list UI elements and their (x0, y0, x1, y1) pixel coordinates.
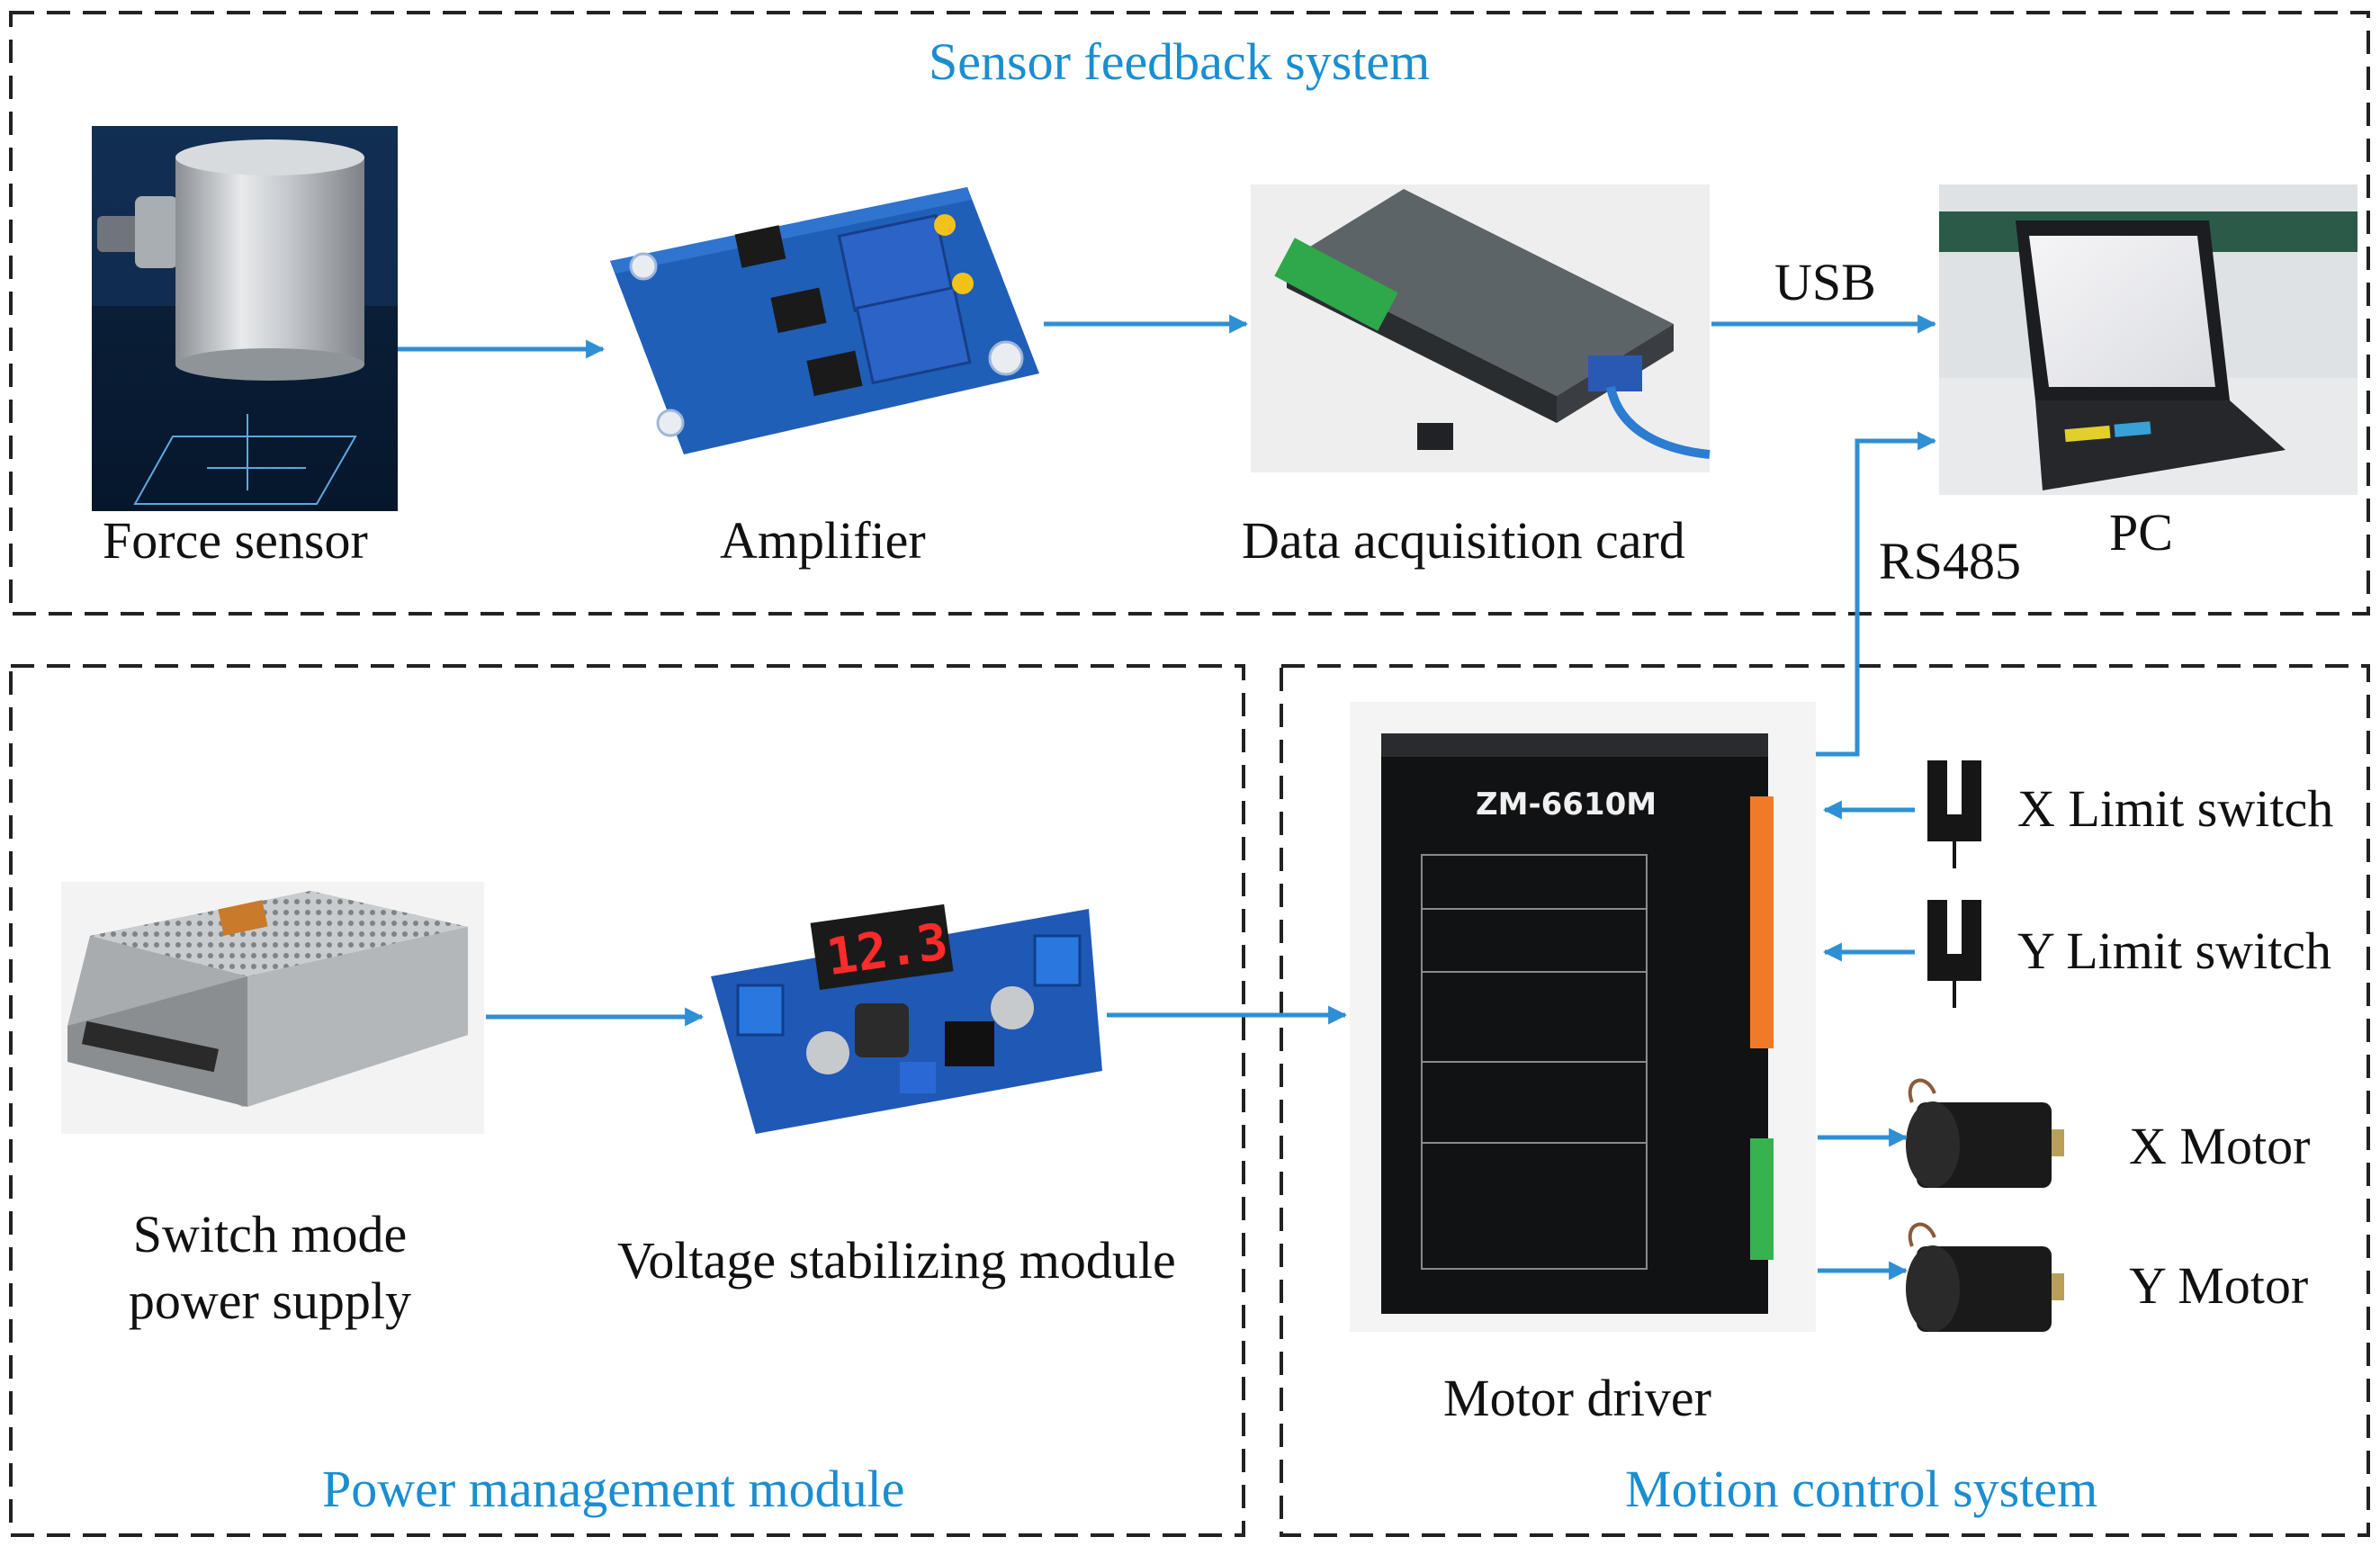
label-rs485: RS485 (1879, 532, 2021, 590)
force-sensor-image (92, 126, 398, 511)
daq-card-image (1251, 184, 1711, 472)
arrow-rs485-to-pc (1816, 431, 1937, 757)
voltage-module-image: 12.3 (711, 903, 1102, 1134)
section-title-motion-control: Motion control system (1625, 1460, 2098, 1518)
label-switch-power-line1: Switch mode (132, 1205, 408, 1263)
y-limit-switch-image (1927, 900, 1981, 1008)
label-y-limit-switch: Y Limit switch (2017, 921, 2332, 980)
pc-image (1939, 184, 2358, 495)
label-y-motor: Y Motor (2129, 1256, 2309, 1315)
label-amplifier: Amplifier (720, 511, 926, 570)
driver-model-text: ZM-6610M (1476, 786, 1657, 822)
motion-control-border (1280, 664, 2370, 1537)
x-motor-image (1906, 1078, 2064, 1188)
label-switch-power-supply: Switch mode power supply (72, 1201, 468, 1335)
label-x-limit-switch: X Limit switch (2017, 779, 2334, 838)
motor-driver-image: ZM-6610M (1350, 702, 1816, 1332)
label-daq-card: Data acquisition card (1242, 511, 1685, 570)
label-force-sensor: Force sensor (103, 511, 368, 570)
switch-power-supply-image (61, 882, 484, 1134)
label-usb: USB (1774, 253, 1876, 311)
label-switch-power-line2: power supply (128, 1272, 412, 1331)
section-title-power-management: Power management module (322, 1460, 905, 1518)
label-pc: PC (2109, 503, 2173, 562)
label-motor-driver: Motor driver (1443, 1369, 1711, 1427)
label-x-motor: X Motor (2129, 1117, 2311, 1175)
sensor-feedback-border (9, 11, 2370, 616)
y-motor-image (1906, 1222, 2064, 1332)
power-management-border (9, 664, 1245, 1537)
amplifier-image (610, 187, 1039, 454)
label-voltage-module: Voltage stabilizing module (617, 1231, 1176, 1290)
section-title-sensor-feedback: Sensor feedback system (929, 32, 1431, 91)
x-limit-switch-image (1927, 760, 1981, 868)
